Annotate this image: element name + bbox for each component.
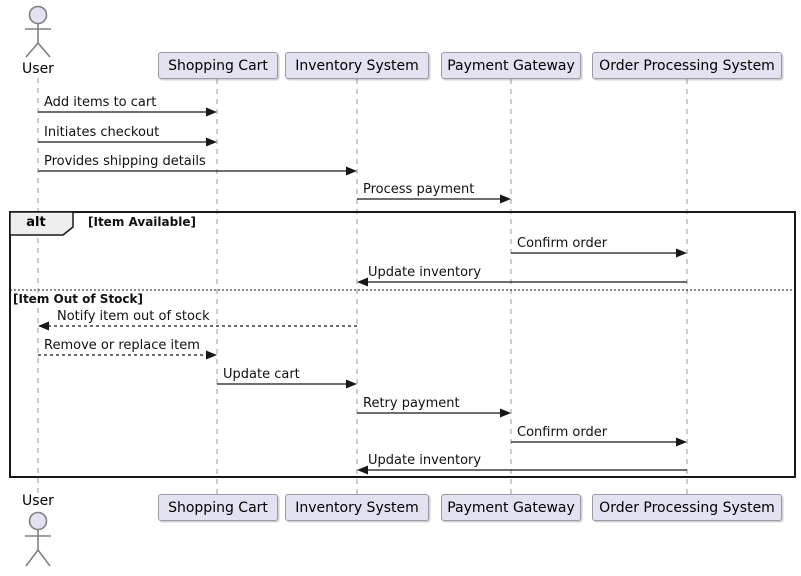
arrow-update-inventory-1: [357, 277, 687, 287]
message-label-retry-payment: Retry payment: [363, 396, 460, 411]
message-label-initiates-checkout: Initiates checkout: [44, 125, 160, 140]
actor-head: [28, 511, 48, 531]
message-label-add-items-to-cart: Add items to cart: [44, 95, 157, 110]
participant-top-payment-gateway: Payment Gateway: [441, 52, 581, 79]
arrow-remove-or-replace-item: [38, 350, 217, 360]
alt-operator-label: alt: [26, 215, 46, 230]
message-label-process-payment: Process payment: [363, 182, 475, 197]
participant-top-order-processing-system: Order Processing System: [592, 52, 782, 79]
arrow-provides-shipping-details: [38, 166, 357, 176]
participant-bottom-shopping-cart: Shopping Cart: [158, 494, 278, 521]
message-label-notify-item-out-of-stock: Notify item out of stock: [57, 309, 210, 324]
alt-frame-border: [9, 211, 796, 478]
actor-label-top: User: [22, 61, 54, 77]
message-label-confirm-order-1: Confirm order: [517, 236, 608, 251]
message-label-provides-shipping-details: Provides shipping details: [44, 154, 206, 169]
alt-condition-item-available: [Item Available]: [88, 215, 196, 229]
message-arrows: [38, 107, 687, 475]
actor-label-bottom: User: [22, 493, 54, 509]
alt-frame: [9, 211, 796, 478]
arrow-retry-payment: [357, 408, 511, 418]
alt-condition-item-out-of-stock: [Item Out of Stock]: [13, 292, 144, 306]
arrow-confirm-order-2: [511, 437, 687, 447]
participant-top-inventory-system: Inventory System: [285, 52, 429, 79]
arrow-initiates-checkout: [38, 137, 217, 147]
participant-bottom-order-processing-system: Order Processing System: [592, 494, 782, 521]
participant-bottom-payment-gateway: Payment Gateway: [441, 494, 581, 521]
actor-figure-top: [25, 5, 51, 58]
arrow-update-cart: [217, 379, 357, 389]
message-label-update-inventory-1: Update inventory: [368, 265, 482, 280]
alt-operator-pentagon: [9, 211, 74, 236]
message-label-remove-or-replace-item: Remove or replace item: [44, 338, 200, 353]
arrow-update-inventory-2: [357, 465, 687, 475]
arrow-add-items-to-cart: [38, 107, 217, 117]
participant-top-shopping-cart: Shopping Cart: [158, 52, 278, 79]
message-label-confirm-order-2: Confirm order: [517, 425, 608, 440]
participant-bottom-inventory-system: Inventory System: [285, 494, 429, 521]
message-label-update-inventory-2: Update inventory: [368, 453, 482, 468]
actor-head: [28, 5, 48, 25]
message-label-update-cart: Update cart: [223, 367, 300, 382]
arrow-confirm-order-1: [511, 248, 687, 258]
actor-figure-bottom: [25, 511, 51, 567]
arrow-notify-item-out-of-stock: [38, 321, 357, 331]
arrow-process-payment: [357, 194, 511, 204]
